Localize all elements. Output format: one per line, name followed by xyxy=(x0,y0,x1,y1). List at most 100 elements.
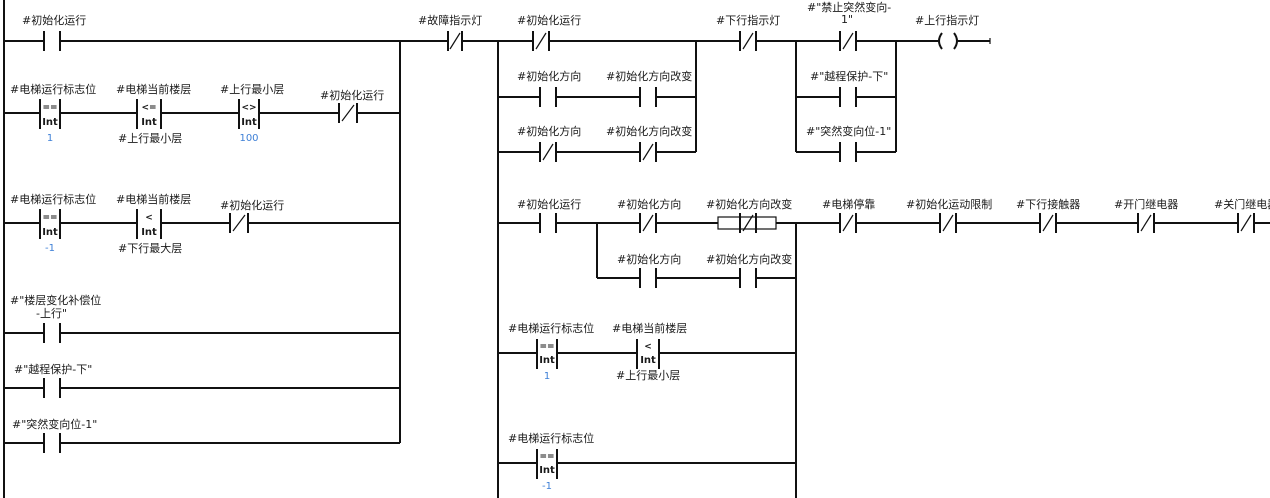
nc-contact-symbol[interactable] xyxy=(539,142,557,162)
compare-operator: == xyxy=(539,342,554,352)
compare-block[interactable]: == Int xyxy=(39,99,61,129)
nc-contact-symbol[interactable] xyxy=(639,213,657,233)
compare-label: #电梯当前楼层 xyxy=(116,82,191,96)
no-contact-symbol[interactable] xyxy=(639,87,657,107)
contact-label: #关门继电器 xyxy=(1214,197,1270,211)
contact-label: #初始化方向 xyxy=(617,252,681,266)
contact-label: #初始化方向改变 xyxy=(606,124,692,138)
contact-label: #电梯停靠 xyxy=(822,197,875,211)
contact-label: #"越程保护-下" xyxy=(14,362,92,376)
compare-type: Int xyxy=(42,227,58,238)
compare-value: 1 xyxy=(47,133,53,144)
compare-block[interactable]: < Int xyxy=(136,209,162,239)
compare-operand: #上行最小层 xyxy=(118,132,182,145)
compare-block[interactable]: <= Int xyxy=(136,99,162,129)
contact-label: #初始化运行 xyxy=(22,13,86,27)
compare-operator: == xyxy=(42,213,57,223)
contact-label: #初始化运行 xyxy=(320,88,384,102)
contact-label: #下行指示灯 xyxy=(716,13,780,27)
no-contact-symbol[interactable] xyxy=(43,323,61,343)
left-rung-5: #"越程保护-下" xyxy=(14,362,92,398)
compare-type: Int xyxy=(640,355,656,366)
compare-type: Int xyxy=(42,117,58,128)
compare-type: Int xyxy=(539,355,555,366)
no-contact-symbol[interactable] xyxy=(639,268,657,288)
fault-contact: #故障指示灯 xyxy=(418,13,482,51)
no-contact-symbol[interactable] xyxy=(839,87,857,107)
no-contact-symbol[interactable] xyxy=(739,268,757,288)
compare-value: 1 xyxy=(544,371,550,382)
compare-operator: == xyxy=(539,452,554,462)
contact-label: #"越程保护-下" xyxy=(810,69,888,83)
nc-contact-symbol[interactable] xyxy=(839,31,857,51)
contact-label: #初始化方向改变 xyxy=(606,69,692,83)
compare-operand: #下行最大层 xyxy=(118,241,182,255)
nc-contact-symbol[interactable] xyxy=(1039,213,1057,233)
nc-contact-symbol[interactable] xyxy=(1137,213,1155,233)
compare-label: #电梯当前楼层 xyxy=(612,321,687,335)
compare-value: -1 xyxy=(542,481,552,492)
contact-label: #"楼层变化补偿位 xyxy=(10,293,101,307)
left-rung-3: #电梯运行标志位 == Int -1 #电梯当前楼层 < Int #下行最大层 … xyxy=(10,192,284,255)
no-contact-symbol[interactable] xyxy=(539,213,557,233)
compare-label: #电梯运行标志位 xyxy=(10,192,96,206)
compare-type: Int xyxy=(141,117,157,128)
contact-label: -上行" xyxy=(36,307,67,320)
compare-label: #电梯运行标志位 xyxy=(508,431,594,445)
compare-block[interactable]: == Int xyxy=(536,449,558,479)
compare-block[interactable]: == Int xyxy=(39,209,61,239)
compare-block[interactable]: < Int xyxy=(636,339,660,369)
no-contact-symbol[interactable] xyxy=(43,31,61,51)
compare-label: #电梯运行标志位 xyxy=(10,82,96,96)
compare-operator: == xyxy=(42,103,57,113)
nc-contact-symbol[interactable] xyxy=(639,142,657,162)
no-contact-symbol[interactable] xyxy=(43,433,61,453)
no-contact-symbol[interactable] xyxy=(539,87,557,107)
nc-contact-symbol[interactable] xyxy=(532,31,550,51)
contact-label: #初始化方向 xyxy=(517,69,581,83)
compare-type: Int xyxy=(241,117,257,128)
compare-label: #电梯当前楼层 xyxy=(116,192,191,206)
no-contact-symbol[interactable] xyxy=(839,142,857,162)
output-coil-symbol[interactable] xyxy=(938,32,958,50)
top-block: #初始化运行 #初始化方向 #初始化方向改变 #初始化方向 #初始化方向改变 #… xyxy=(517,0,979,162)
contact-label: 1" xyxy=(841,13,853,26)
contact-label: #初始化方向 xyxy=(517,124,581,138)
bottom-block: #初始化运行 #初始化方向 #初始化方向改变 #电梯停靠 #初始化运动限制 #下… xyxy=(508,197,1270,492)
contact-label: #初始化运行 xyxy=(517,197,581,211)
nc-contact-symbol[interactable] xyxy=(447,31,463,51)
compare-value: -1 xyxy=(45,243,55,254)
contact-label: #"突然变向位-1" xyxy=(806,124,891,138)
compare-block[interactable]: <> Int xyxy=(238,99,260,129)
nc-contact-symbol[interactable] xyxy=(338,103,358,123)
compare-type: Int xyxy=(539,465,555,476)
coil-label: #上行指示灯 xyxy=(915,13,979,27)
contact-label: #初始化运行 xyxy=(220,198,284,212)
compare-operator: < xyxy=(145,213,153,223)
contact-label: #故障指示灯 xyxy=(418,13,482,27)
compare-operator: < xyxy=(644,342,652,352)
nc-contact-symbol[interactable] xyxy=(1237,213,1255,233)
no-contact-symbol[interactable] xyxy=(43,378,61,398)
compare-type: Int xyxy=(141,227,157,238)
compare-label: #电梯运行标志位 xyxy=(508,321,594,335)
nc-contact-symbol[interactable] xyxy=(739,31,757,51)
contact-label: #开门继电器 xyxy=(1114,197,1178,211)
contact-label: #"禁止突然变向- xyxy=(807,0,891,14)
compare-operator: <= xyxy=(141,103,156,113)
left-rung-4: #"楼层变化补偿位 -上行" xyxy=(10,293,101,343)
nc-contact-selected[interactable] xyxy=(717,213,777,233)
left-rung-1: #初始化运行 xyxy=(22,13,86,51)
nc-contact-symbol[interactable] xyxy=(839,213,857,233)
compare-label: #上行最小层 xyxy=(220,83,284,96)
contact-label: #初始化运动限制 xyxy=(906,197,992,211)
nc-contact-symbol[interactable] xyxy=(939,213,957,233)
contact-label: #初始化方向 xyxy=(617,197,681,211)
left-rung-2: #电梯运行标志位 == Int 1 #电梯当前楼层 <= Int #上行最小层 … xyxy=(10,82,384,145)
nc-contact-symbol[interactable] xyxy=(229,213,249,233)
compare-operator: <> xyxy=(241,103,256,113)
compare-block[interactable]: == Int xyxy=(536,339,558,369)
wires xyxy=(3,0,1270,498)
compare-value: 100 xyxy=(239,133,258,144)
